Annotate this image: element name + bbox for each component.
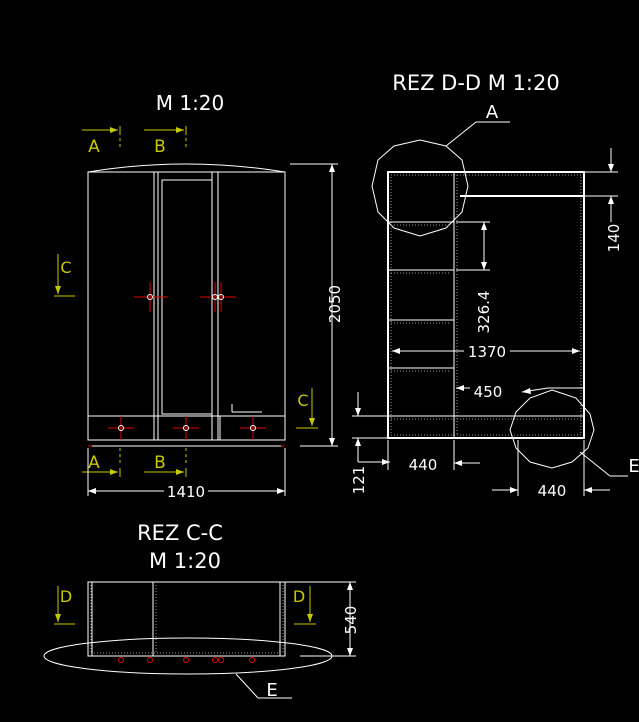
dim-326-text: 326.4 — [475, 291, 493, 334]
section-dd-frame — [387, 171, 585, 439]
front-scale-title: M 1:20 — [156, 91, 225, 115]
detail-circle-a: A — [371, 102, 510, 237]
dim-width-front: 1410 — [87, 448, 286, 501]
handle-left — [134, 282, 168, 312]
dim-540: 540 — [285, 581, 360, 657]
dim-450: 450 — [456, 383, 584, 401]
dim-1370: 1370 — [392, 343, 580, 361]
section-cc-title: REZ C-C — [137, 521, 223, 545]
dim-121-text: 121 — [350, 466, 368, 495]
marker-a-top: A — [88, 137, 100, 157]
marker-a-detail: A — [486, 102, 499, 123]
handle-right — [200, 282, 236, 312]
marker-e-cc: E — [266, 680, 277, 701]
detail-ellipse-e: E — [43, 637, 333, 701]
dim-121: 121 — [350, 392, 390, 494]
section-mark-c-right: C — [296, 388, 318, 429]
section-marks-top: A B — [82, 126, 187, 157]
dim-440-right: 440 — [492, 440, 610, 500]
dim-1370-text: 1370 — [468, 343, 506, 361]
marker-a-bottom: A — [88, 453, 100, 473]
dim-1410: 1410 — [167, 483, 205, 501]
dim-540-text: 540 — [342, 606, 360, 635]
dim-440-right-text: 440 — [538, 482, 567, 500]
dim-450-text: 450 — [474, 383, 503, 401]
section-cc-scale: M 1:20 — [149, 549, 221, 573]
marker-d-right: D — [293, 587, 305, 606]
section-cc-plan — [87, 581, 286, 663]
dim-440-left-text: 440 — [409, 456, 438, 474]
detail-circle-e: E — [509, 389, 639, 477]
drawer-handles — [108, 416, 266, 440]
section-marks-bottom: A B — [82, 448, 187, 477]
dim-140: 140 — [584, 148, 623, 252]
marker-e-detail: E — [628, 456, 639, 477]
dim-height-front: 2050 — [290, 163, 344, 447]
front-view: M 1:20 A B — [54, 91, 344, 501]
dim-440-left: 440 — [387, 440, 480, 474]
marker-d-left: D — [60, 587, 72, 606]
marker-b-top: B — [154, 137, 166, 157]
section-dd-title: REZ D-D M 1:20 — [392, 71, 559, 95]
section-mark-c-left: C — [54, 254, 75, 297]
section-dd: REZ D-D M 1:20 A — [350, 71, 639, 500]
wardrobe-front — [87, 163, 286, 447]
marker-b-bottom: B — [154, 453, 166, 473]
marker-c-right: C — [297, 391, 308, 410]
dim-2050: 2050 — [326, 285, 344, 323]
dim-140-text: 140 — [605, 224, 623, 253]
marker-c-left: C — [60, 258, 71, 277]
section-cc: REZ C-C M 1:20 D — [43, 521, 360, 701]
dim-326: 326.4 — [456, 221, 493, 334]
section-mark-d-right: D — [293, 586, 316, 625]
section-mark-d-left: D — [54, 586, 75, 625]
